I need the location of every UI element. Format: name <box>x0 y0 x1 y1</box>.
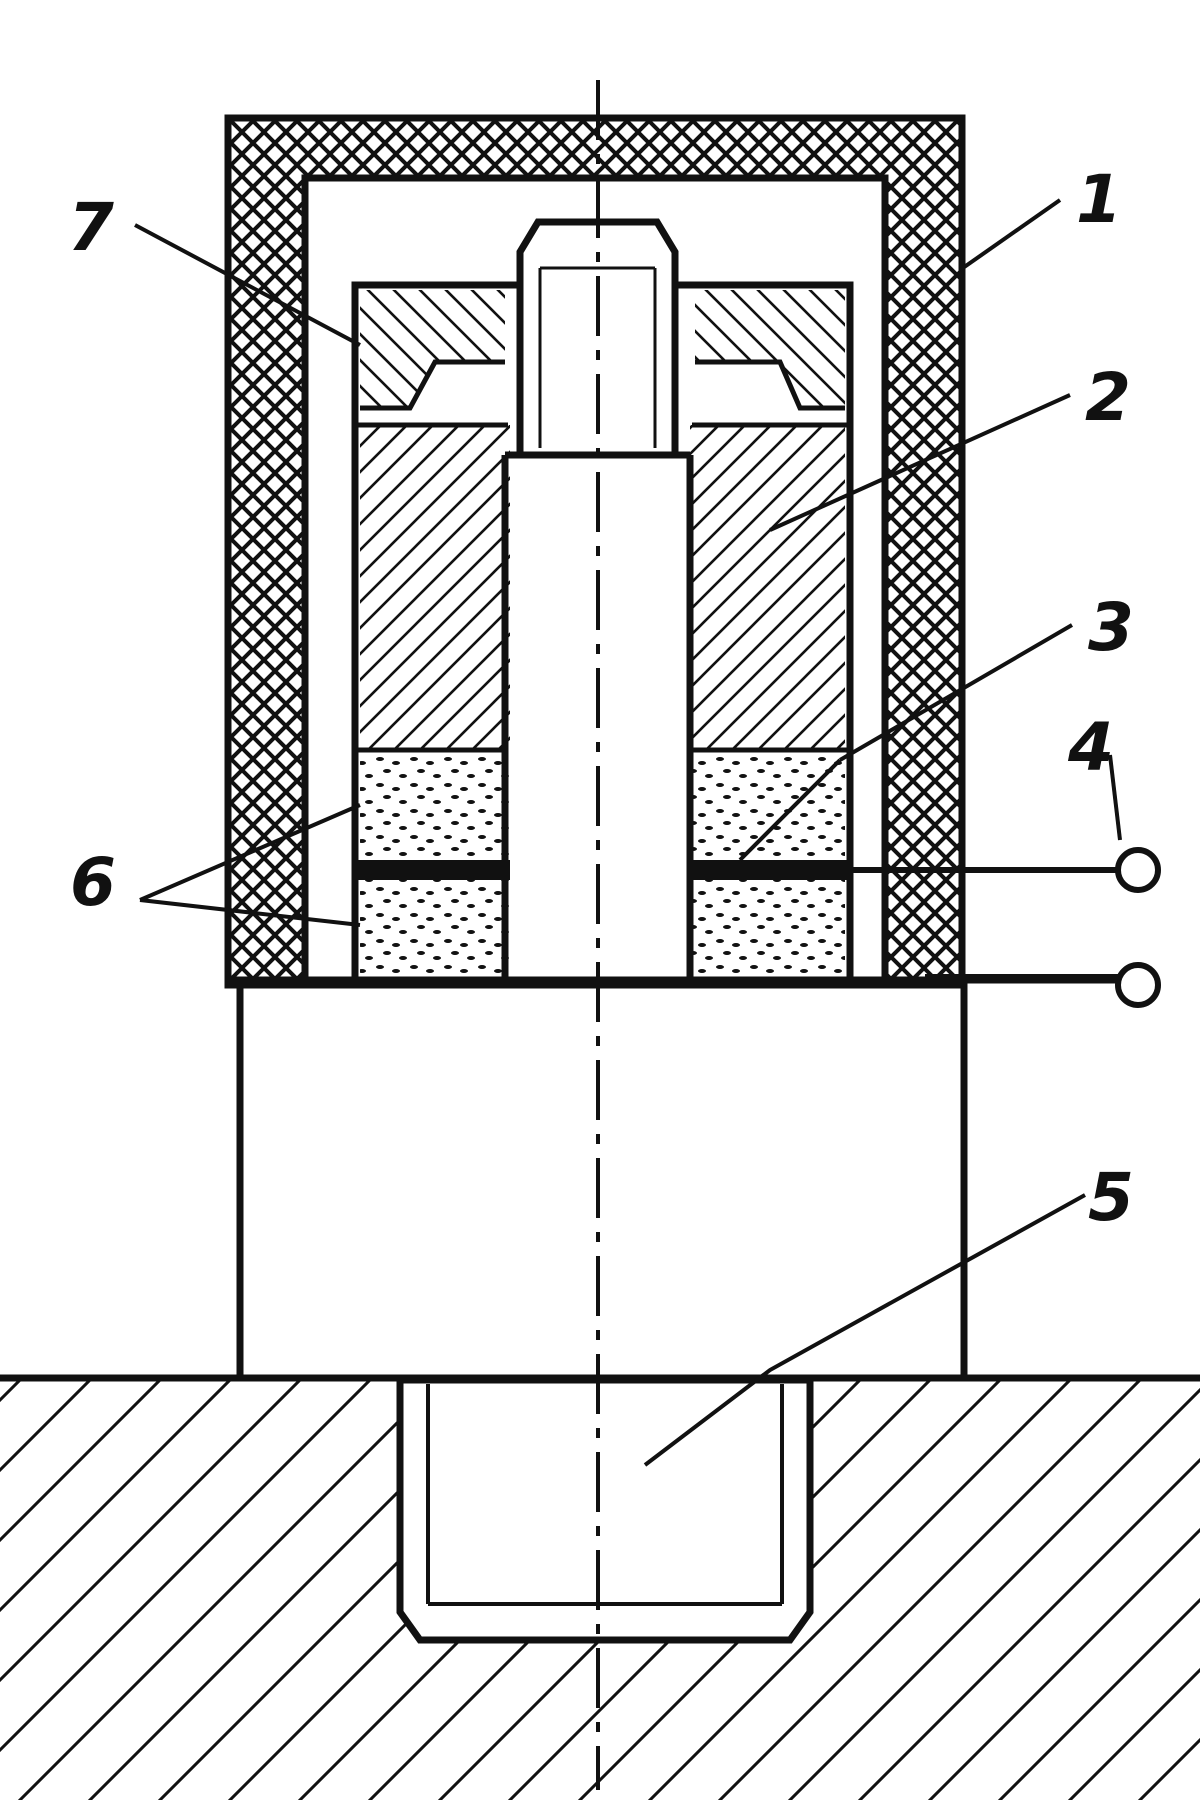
callout-6: 6 <box>70 844 116 921</box>
mounting-stud <box>396 1376 814 1644</box>
callout-4: 4 <box>1067 709 1114 786</box>
clamp-nut <box>360 290 845 411</box>
central-bolt <box>501 218 694 985</box>
callout-2: 2 <box>1085 359 1131 436</box>
callout-labels: 1 2 3 4 5 6 7 <box>68 161 1134 1236</box>
piezo-elements <box>360 755 845 983</box>
seismic-mass <box>358 422 847 753</box>
electrode <box>358 860 847 880</box>
callout-5: 5 <box>1088 1159 1134 1236</box>
base-block <box>236 981 968 1382</box>
callout-7: 7 <box>68 189 114 266</box>
callout-1: 1 <box>1076 161 1122 238</box>
leader-lines <box>134 198 1122 1467</box>
callout-3: 3 <box>1088 589 1134 666</box>
